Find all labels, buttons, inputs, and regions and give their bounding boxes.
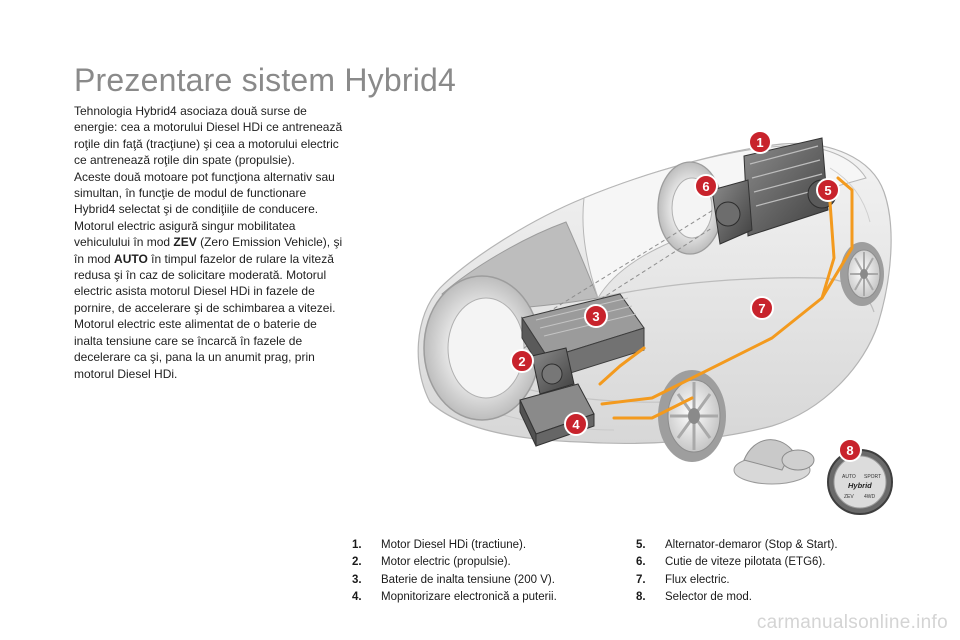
legend-right: 5. Alternator-demaror (Stop & Start). 6. C… [636,537,838,607]
mode-auto: AUTO [114,251,148,266]
legend-item-2: 2. Motor electric (propulsie). [352,554,557,571]
selector-label-4wd: 4WD [864,494,876,500]
legend-item-8: 8. Selector de mod. [636,589,838,606]
electric-motor-part [531,347,575,395]
callout-3: 3 [584,304,608,328]
page-title: Prezentare sistem Hybrid4 [74,62,457,98]
legend-item-6: 6. Cutie de viteze pilotata (ETG6). [636,554,838,571]
intro-paragraph-4: Motorul electric este alimentat de o bat… [74,317,317,381]
intro-p3-start: Motorul electric asigură singur mobilita… [74,218,296,250]
legend-number: 2. [352,556,362,569]
intro-p3-end: în timpul fazelor de rulare la viteză re… [74,251,336,315]
svg-text:1: 1 [756,135,763,150]
legend-text: Alternator-demaror (Stop & Start). [665,539,838,551]
legend-text: Motor Diesel HDi (tractiune). [381,539,527,551]
selector-brand-label: Hybrid [848,481,872,490]
legend-number: 6. [636,556,646,569]
callout-2: 2 [510,349,534,373]
legend-number: 7. [636,573,646,586]
svg-text:3: 3 [592,309,599,324]
svg-text:7: 7 [758,301,765,316]
legend-item-7: 7. Flux electric. [636,572,838,589]
callout-5: 5 [816,178,840,202]
legend-number: 1. [352,539,362,551]
legend-number: 4. [352,591,362,604]
watermark: carmanualsonline.info [756,612,948,633]
legend-text: Baterie de inalta tensiune (200 V). [381,573,555,586]
mode-zev: ZEV [173,235,197,250]
legend-number: 5. [636,539,646,551]
svg-text:5: 5 [824,183,831,198]
intro-text: Tehnologia Hybrid4 asociaza două surse d… [74,103,346,382]
intro-p3-middle: (Zero Emission Vehicle), şi în mod [74,235,343,266]
legend-number: 3. [352,573,362,586]
callout-6: 6 [694,174,718,198]
legend-text: Cutie de viteze pilotata (ETG6). [665,556,826,569]
legend-text: Mopnitorizare electronică a puterii. [381,591,557,604]
callout-7: 7 [750,296,774,320]
legend-item-1: 1. Motor Diesel HDi (tractiune). [352,537,557,554]
front-spare-wheel [657,161,723,255]
svg-text:2: 2 [518,354,525,369]
legend-number: 8. [636,591,646,604]
legend-item-5: 5. Alternator-demaror (Stop & Start). [636,537,838,554]
callout-8: 8 [838,438,862,462]
legend-item-3: 3. Baterie de inalta tensiune (200 V). [352,572,557,589]
energy-flow-lines [598,176,854,420]
selector-label-auto: AUTO [842,474,856,480]
hybrid4-car-illustration: AUTO SPORT Hybrid ZEV 4WD 1 2 3 4 5 6 7 … [417,130,893,515]
mode-selector-illustration: AUTO SPORT Hybrid ZEV 4WD [733,439,893,515]
power-electronics-part [519,383,595,447]
callout-4: 4 [564,412,588,436]
selector-label-sport: SPORT [864,474,881,480]
legend-item-4: 4. Mopnitorizare electronică a puterii. [352,589,557,606]
legend-text: Selector de mod. [665,591,752,604]
rear-spare-wheel [423,275,541,421]
rear-right-wheel [658,370,726,462]
front-right-wheel [840,242,884,306]
svg-text:8: 8 [846,443,853,458]
legend-text: Flux electric. [665,573,730,586]
svg-text:4: 4 [572,417,580,432]
selector-label-zev: ZEV [844,494,854,500]
svg-text:6: 6 [702,179,709,194]
callout-1: 1 [748,130,772,154]
legend-left: 1. Motor Diesel HDi (tractiune). 2. Motor … [352,537,557,607]
intro-paragraph-3: Motorul electric asigură singur mobilita… [74,218,346,316]
intro-paragraph-1: Tehnologia Hybrid4 asociaza două surse d… [74,104,343,168]
intro-paragraph-2: Aceste două motoare pot funcţiona altern… [74,169,335,217]
legend-text: Motor electric (propulsie). [381,556,511,569]
gearbox-part [711,179,753,245]
